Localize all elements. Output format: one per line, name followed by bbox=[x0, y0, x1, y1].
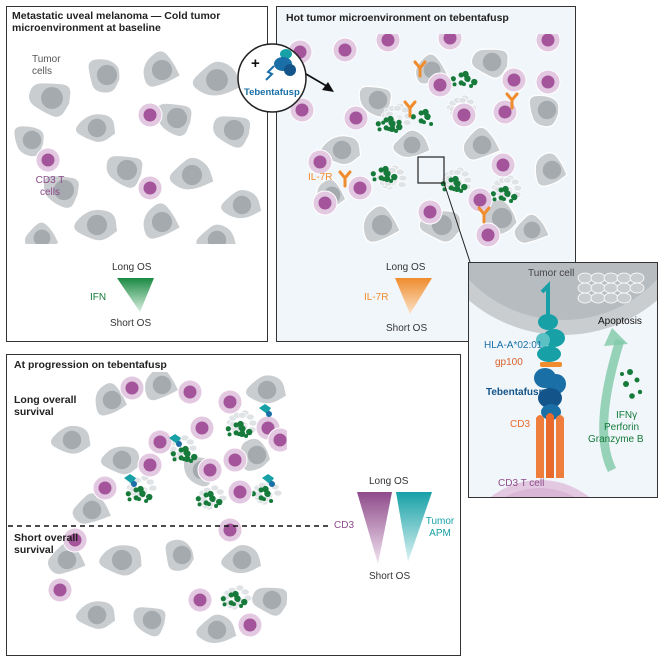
progression-long-os: Long OS bbox=[369, 476, 409, 487]
short-survival-label: Short overall survival bbox=[14, 532, 79, 556]
baseline-cells bbox=[13, 50, 263, 244]
granzyme-label: Granzyme B bbox=[588, 434, 644, 445]
hot-title: Hot tumor microenvironment on tebentafus… bbox=[286, 12, 509, 24]
ifng-label: IFNγ bbox=[616, 410, 638, 421]
badge-drug-label: Tebentafusp bbox=[244, 87, 300, 98]
baseline-long-os: Long OS bbox=[112, 262, 152, 273]
tebentafusp-molecule bbox=[534, 281, 566, 420]
ifn-label: IFN bbox=[90, 292, 107, 303]
il7r-label: IL-7R bbox=[308, 172, 333, 183]
apoptosis-arrow bbox=[599, 338, 625, 473]
tebentafusp-badge bbox=[237, 43, 307, 113]
baseline-short-os: Short OS bbox=[110, 318, 152, 329]
hla-label: HLA-A*02:01 bbox=[484, 340, 543, 351]
inset-illustration bbox=[469, 263, 657, 497]
progression-cells bbox=[46, 372, 287, 645]
progression-cd3-label: CD3 bbox=[334, 520, 355, 531]
tumor-apm-label: Tumor APM bbox=[425, 516, 455, 539]
inset-drug-label: Tebentafusp bbox=[486, 387, 545, 398]
long-survival-label: Long overall survival bbox=[14, 394, 77, 418]
plus-sign: + bbox=[251, 55, 260, 72]
progression-short-os: Short OS bbox=[369, 571, 411, 582]
tcell-membrane bbox=[490, 480, 590, 497]
cd3-tcells-label: CD3 T cells bbox=[35, 175, 65, 198]
cd3-receptor bbox=[536, 413, 564, 478]
tumor-cells-label: Tumor cells bbox=[32, 54, 61, 77]
il7r-gradient bbox=[395, 278, 432, 314]
apm-gradient bbox=[396, 492, 432, 562]
hot-tumor-cells bbox=[287, 34, 568, 248]
baseline-title: Metastatic uveal melanoma — Cold tumor m… bbox=[12, 10, 221, 34]
inset-cd3-label: CD3 bbox=[510, 419, 531, 430]
apoptosis-label: Apoptosis bbox=[598, 316, 642, 327]
inset-tumor-cell-label: Tumor cell bbox=[528, 268, 575, 279]
inset-tcell-label: CD3 T cell bbox=[498, 478, 545, 489]
ifn-gradient bbox=[117, 278, 154, 312]
zoom-box bbox=[417, 156, 445, 184]
cd3-gradient bbox=[357, 492, 392, 564]
cytotoxic-granules bbox=[620, 369, 643, 399]
gp100-label: gp100 bbox=[495, 357, 523, 368]
zoom-connector bbox=[443, 182, 471, 263]
perforin-label: Perforin bbox=[604, 422, 640, 433]
progression-title: At progression on tebentafusp bbox=[14, 359, 167, 371]
hot-long-os: Long OS bbox=[386, 262, 426, 273]
hot-il7r-marker: IL-7R bbox=[364, 292, 389, 303]
hot-short-os: Short OS bbox=[386, 323, 428, 334]
